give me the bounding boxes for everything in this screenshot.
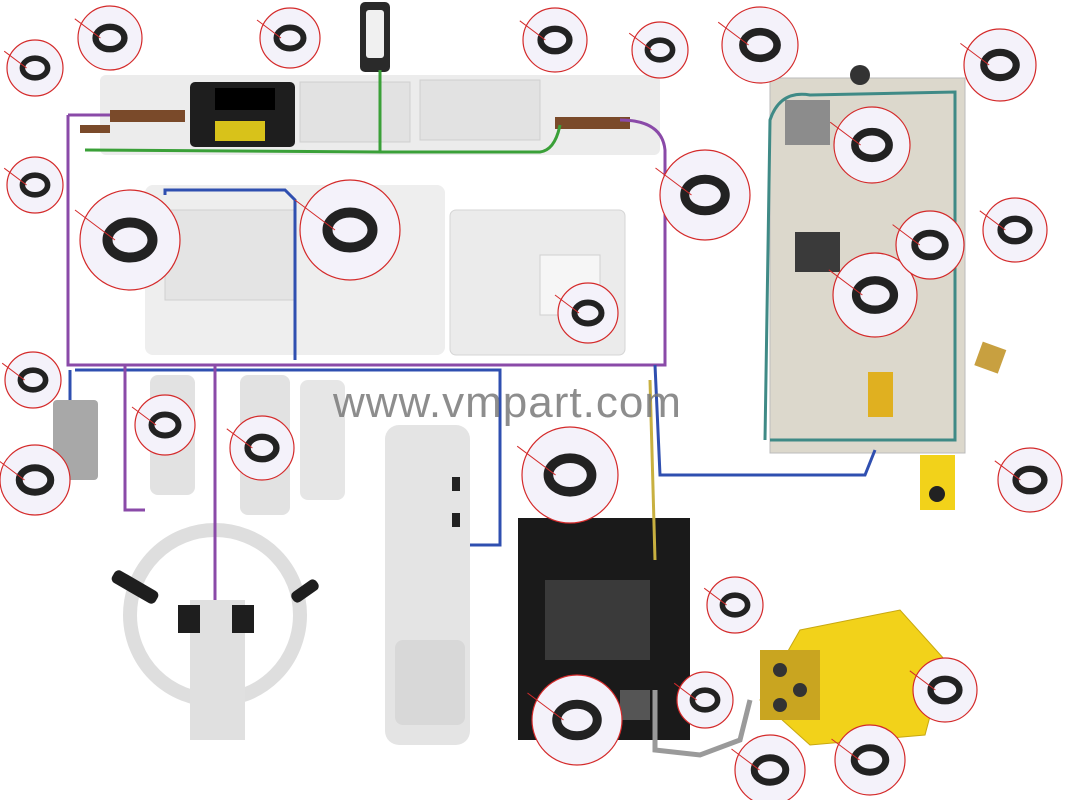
leader-line <box>1 362 25 381</box>
watermark-text: www.vmpart.com <box>333 378 682 427</box>
part-icon <box>1012 465 1048 495</box>
part-icon <box>19 172 51 198</box>
detail-callout-circle <box>0 444 71 516</box>
detail-callout-circle <box>299 179 401 281</box>
leader-line <box>628 32 652 51</box>
part-icon <box>571 299 605 327</box>
wiring <box>66 70 957 758</box>
leader-line <box>131 406 157 426</box>
leader-line <box>3 167 27 186</box>
part-icon <box>851 276 899 314</box>
detail-callout-circle <box>557 282 619 344</box>
leader-line <box>960 43 990 66</box>
terminal-strip <box>110 110 185 122</box>
leader-line <box>516 445 556 476</box>
part-icon <box>15 464 55 496</box>
part-icon <box>322 207 378 253</box>
detail-callout-circle <box>963 28 1037 102</box>
terminal-strip <box>80 125 110 133</box>
detail-callout-circle <box>832 252 918 338</box>
leader-line <box>256 19 282 39</box>
leader-line <box>909 670 936 691</box>
detail-callout-circle <box>895 210 965 280</box>
pedals <box>53 375 345 515</box>
leader-line <box>0 461 25 481</box>
part-icon <box>543 453 597 497</box>
detail-callout-circle <box>659 149 751 241</box>
leader-line <box>527 692 564 721</box>
leader-line <box>3 50 27 69</box>
leader-line <box>655 167 692 196</box>
detail-callout-circle <box>4 351 62 409</box>
part-icon <box>244 433 280 463</box>
part-icon <box>739 27 781 63</box>
part-icon <box>980 48 1020 82</box>
detail-callout-circle <box>706 576 764 634</box>
part-icon <box>19 55 51 81</box>
detail-callout-circle <box>522 7 588 73</box>
part-icon <box>537 25 573 55</box>
part-icon <box>997 215 1033 245</box>
part-icon <box>92 23 128 53</box>
leader-line <box>731 748 760 771</box>
leader-line <box>74 18 101 39</box>
junction-box-assembly[interactable] <box>759 609 946 746</box>
detail-callout-circle <box>676 671 734 729</box>
leader-line <box>226 428 253 449</box>
switch-module[interactable] <box>360 2 390 72</box>
detail-callout-circle <box>229 415 295 481</box>
part-icon <box>927 675 963 705</box>
leader-line <box>294 199 336 231</box>
detail-callout-circle <box>134 394 196 456</box>
control-module[interactable] <box>190 82 295 147</box>
detail-callout-circle <box>734 734 806 800</box>
part-icon <box>689 687 721 713</box>
leader-line <box>519 20 546 41</box>
part-icon <box>552 699 602 741</box>
detail-callout-circle <box>912 657 978 723</box>
detail-callout-circle <box>79 189 181 291</box>
leader-line <box>979 210 1006 231</box>
detail-callout-circle <box>834 724 906 796</box>
leader-line <box>74 209 116 241</box>
leader-line <box>828 269 863 296</box>
detail-callout-circle <box>259 7 321 69</box>
detail-callout-circle <box>521 426 619 524</box>
part-icon <box>680 174 730 216</box>
detail-callout-circle <box>531 674 623 766</box>
part-icon <box>851 127 893 163</box>
detail-callout-circle <box>631 21 689 79</box>
detail-callout-circle <box>6 156 64 214</box>
detail-callout-circle <box>982 197 1048 263</box>
leader-line <box>829 121 861 146</box>
part-icon <box>148 411 182 439</box>
leader-line <box>703 587 727 606</box>
terminal-strip <box>555 117 630 129</box>
detail-callout-circle <box>77 5 143 71</box>
leader-line <box>994 460 1021 481</box>
part-icon <box>719 592 751 618</box>
side-console <box>385 425 470 745</box>
callout-group <box>0 5 1063 800</box>
part-icon <box>17 367 49 393</box>
leader-line <box>892 224 921 246</box>
detail-callout-circle <box>721 6 799 84</box>
detail-callout-circle <box>6 39 64 97</box>
leader-line <box>554 294 580 314</box>
part-icon <box>644 37 676 63</box>
part-icon <box>273 24 307 52</box>
part-icon <box>750 754 790 786</box>
detail-callout-circle <box>833 106 911 184</box>
leader-line <box>717 21 749 46</box>
part-icon <box>850 744 890 776</box>
leader-line <box>831 738 860 761</box>
part-icon <box>102 217 158 263</box>
part-icon <box>911 229 949 261</box>
detail-callout-circle <box>997 447 1063 513</box>
leader-line <box>673 682 697 701</box>
